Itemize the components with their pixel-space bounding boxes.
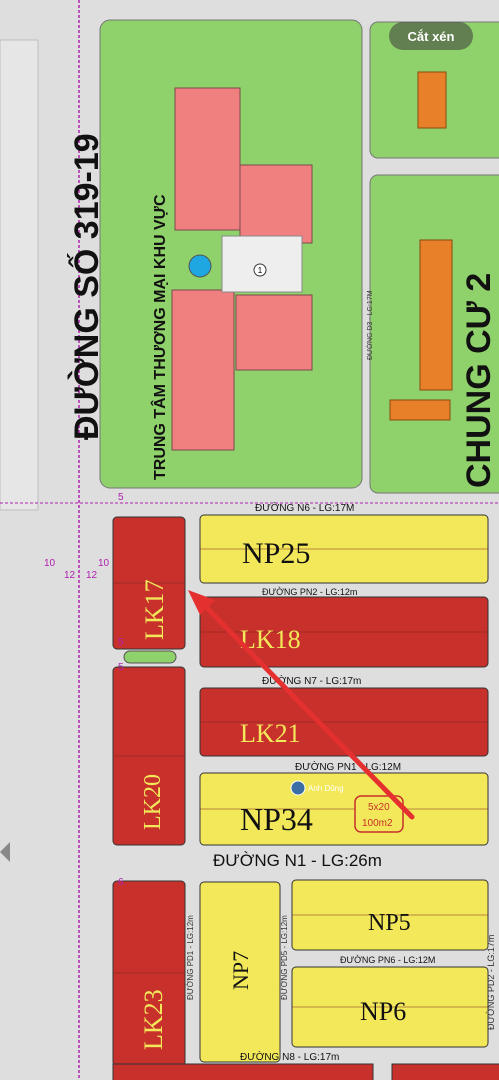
- block-label-lk20: LK20: [140, 774, 166, 830]
- block-label-np6: NP6: [360, 997, 406, 1026]
- user-name-label: Anh Dũng: [308, 784, 344, 793]
- area-label-apartment: CHUNG CƯ 2: [460, 273, 498, 488]
- building-northeast: [239, 164, 313, 244]
- block-bottom-right: [391, 1063, 499, 1080]
- road-label-pn6: ĐƯỜNG PN6 - LG:12M: [340, 955, 435, 965]
- dim-5c: 5: [118, 662, 124, 673]
- road-label-pd5: ĐƯỜNG PD5 - LG:12m: [280, 915, 289, 1000]
- block-bottom-left: [112, 1063, 374, 1080]
- dim-6: 6: [118, 877, 124, 888]
- road-label-n7: ĐƯỜNG N7 - LG:17m: [262, 674, 361, 687]
- dim-5b: 5: [118, 637, 124, 648]
- apartment-building-2: [389, 399, 451, 421]
- dim-10b: 10: [98, 558, 110, 569]
- road-label-pd1: ĐƯỜNG PD1 - LG:12m: [186, 915, 195, 1000]
- road-label-pn1: ĐƯỜNG PN1 - LG:12M: [295, 760, 401, 773]
- building-southeast: [235, 294, 313, 371]
- road-label-pn2: ĐƯỜNG PN2 - LG:12m: [262, 587, 357, 597]
- left-strip: [0, 39, 39, 511]
- dim-5a: 5: [118, 492, 124, 503]
- lot-annotation-area: 100m2: [362, 818, 393, 829]
- lot-annotation-size: 5x20: [368, 802, 390, 813]
- crop-button[interactable]: Cắt xén: [389, 22, 473, 50]
- block-label-lk23: LK23: [139, 989, 168, 1050]
- block-label-lk21: LK21: [240, 719, 301, 748]
- arrow-head-icon: [188, 590, 215, 615]
- dim-12b: 12: [86, 570, 98, 581]
- marker-1-label: 1: [258, 266, 263, 275]
- apartment-building-top: [417, 71, 447, 129]
- building-north: [174, 87, 241, 231]
- block-label-np7: NP7: [228, 951, 253, 990]
- road-label-n1: ĐƯỜNG N1 - LG:26m: [213, 851, 382, 870]
- road-label-n6: ĐƯỜNG N6 - LG:17M: [255, 501, 354, 514]
- block-label-lk17: LK17: [140, 579, 169, 640]
- block-label-np5: NP5: [368, 910, 411, 936]
- dim-10a: 10: [44, 558, 56, 569]
- road-label-n8: ĐƯỜNG N8 - LG:17m: [240, 1050, 339, 1063]
- arrow-line: [197, 598, 415, 820]
- lot-annotation-box: [354, 795, 404, 833]
- fountain-icon: [188, 254, 212, 278]
- apartment-green: [462, 210, 492, 480]
- apartment-building-1: [419, 239, 453, 391]
- avatar[interactable]: [290, 780, 306, 796]
- marker-1-icon: [253, 263, 267, 277]
- block-label-np25: NP25: [242, 537, 310, 570]
- green-strip: [123, 650, 177, 664]
- left-edge-arrow-icon: [0, 842, 10, 862]
- dim-12a: 12: [64, 570, 76, 581]
- block-label-np34: NP34: [240, 801, 313, 837]
- lot-grid: [113, 548, 488, 1008]
- building-south: [171, 289, 235, 451]
- area-label-commercial: TRUNG TÂM THƯƠNG MẠI KHU VỰC: [150, 194, 169, 480]
- block-np7: [199, 881, 281, 1063]
- road-label-pd2: ĐƯỜNG PD2 - LG:17m: [486, 935, 496, 1030]
- plaza: [221, 235, 303, 293]
- road-label-d3: ĐƯỜNG D3 - LG:17M: [365, 290, 374, 360]
- road-label-vertical: ĐƯỜNG SỐ 319-19: [67, 133, 106, 440]
